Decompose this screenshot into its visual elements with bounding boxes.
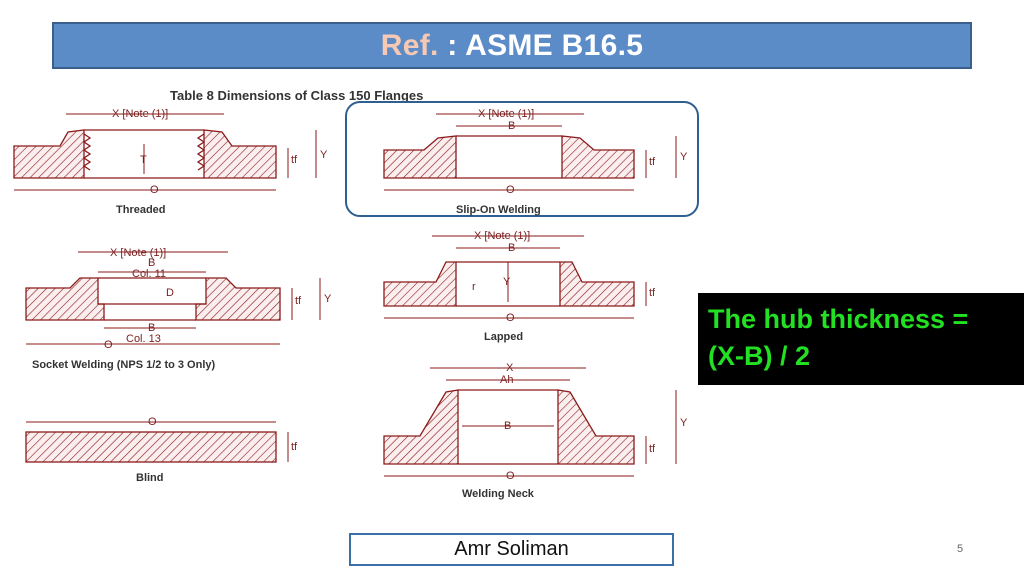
slip-on-highlight-frame — [345, 101, 699, 217]
weld-neck-tf-label: tf — [649, 443, 656, 455]
socket-d-label: D — [166, 287, 174, 299]
socket-o-label: O — [104, 339, 113, 351]
socket-y-label: Y — [324, 293, 332, 305]
socket-caption: Socket Welding (NPS 1/2 to 3 Only) — [32, 359, 216, 371]
slip-on-x-label: X [Note (1)] — [478, 108, 534, 120]
ref-label: Ref. — [380, 28, 439, 62]
page-number: 5 — [957, 543, 964, 555]
title-standard: : ASME B16.5 — [438, 28, 644, 62]
slip-on-tf-label: tf — [649, 156, 656, 168]
socket-b-top-label: B — [148, 257, 155, 269]
welding-neck-flange — [383, 367, 677, 477]
weld-neck-b-label: B — [504, 420, 511, 432]
slip-on-flange — [383, 113, 677, 191]
table-title: Table 8 Dimensions of Class 150 Flanges — [170, 88, 423, 103]
weld-neck-y-label: Y — [680, 417, 688, 429]
weld-neck-x-label: X — [506, 362, 514, 374]
lapped-b-label: B — [508, 242, 515, 254]
callout-line-1: The hub thickness = — [708, 304, 969, 334]
blind-flange — [25, 421, 289, 463]
flange-dimensions-diagram: Table 8 Dimensions of Class 150 Flanges … — [0, 80, 700, 520]
lapped-o-label: O — [506, 312, 515, 324]
socket-tf-label: tf — [295, 295, 302, 307]
weld-neck-caption: Welding Neck — [462, 488, 535, 500]
slide-title: Ref. : ASME B16.5 — [381, 29, 643, 63]
slip-on-y-label: Y — [680, 151, 688, 163]
weld-neck-o-label: O — [506, 470, 515, 482]
lapped-x-label: X [Note (1)] — [474, 230, 530, 242]
threaded-y-label: Y — [320, 149, 328, 161]
socket-x-label: X [Note (1)] — [110, 247, 166, 259]
title-bar: Ref. : ASME B16.5 — [52, 22, 972, 69]
socket-col11-label: Col. 11 — [132, 268, 166, 280]
threaded-o-label: O — [150, 184, 159, 196]
socket-weld-flange — [25, 251, 321, 345]
slip-on-b-label: B — [508, 120, 515, 132]
lapped-caption: Lapped — [484, 331, 523, 343]
blind-o-label: O — [148, 416, 157, 428]
threaded-tf-label: tf — [291, 154, 298, 166]
author-box: Amr Soliman — [349, 533, 674, 566]
socket-col13-label: Col. 13 — [126, 333, 161, 345]
author-name: Amr Soliman — [454, 538, 569, 560]
threaded-caption: Threaded — [116, 204, 166, 216]
blind-caption: Blind — [136, 472, 164, 484]
lapped-y-label: Y — [503, 276, 511, 288]
lapped-tf-label: tf — [649, 287, 656, 299]
weld-neck-ah-label: Ah — [500, 374, 513, 386]
threaded-t-label: T — [140, 154, 147, 166]
lapped-flange — [383, 235, 647, 319]
threaded-x-label: X [Note (1)] — [112, 108, 168, 120]
slip-on-caption: Slip-On Welding — [456, 204, 541, 216]
callout-line-2: (X-B) / 2 — [708, 341, 811, 371]
blind-tf-label: tf — [291, 441, 298, 453]
slip-on-o-label: O — [506, 184, 515, 196]
threaded-flange — [13, 113, 317, 191]
hub-thickness-callout: The hub thickness = (X-B) / 2 — [698, 293, 1024, 385]
lapped-r-label: r — [472, 281, 476, 293]
socket-b-bottom-label: B — [148, 322, 155, 334]
